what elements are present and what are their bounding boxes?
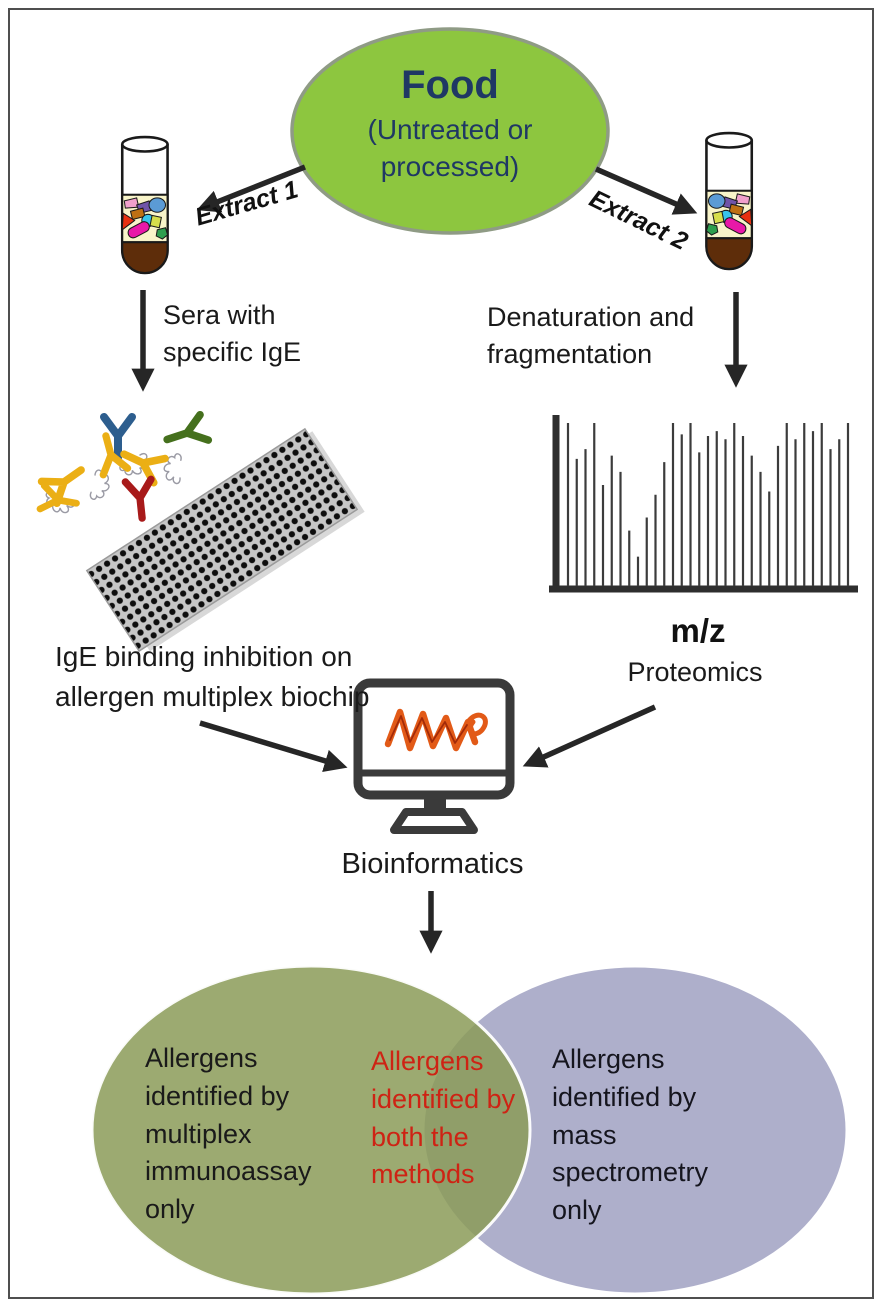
mass-spectrum — [549, 415, 858, 593]
food-node-subtitle: (Untreated or processed) — [367, 114, 533, 182]
arrow-extract-1 — [196, 164, 307, 213]
antibody-y-icon-red — [125, 479, 155, 519]
antibody-cluster — [40, 415, 208, 520]
spectrum-axis-label: m/z — [670, 612, 726, 649]
bioinformatics-label: Bioinformatics — [341, 848, 524, 880]
arrow-proteomics-to-bioinformatics — [522, 704, 657, 768]
denaturation-step-label: Denaturation and fragmentation — [487, 302, 695, 370]
venn-right-label: Allergens identified by mass spectrometr… — [552, 1044, 709, 1226]
antibody-y-icon-green — [163, 415, 208, 452]
microarray-biochip-icon — [85, 427, 365, 653]
ige-inhibition-label: IgE binding inhibition on allergen multi… — [55, 641, 370, 712]
proteomics-label: Proteomics — [627, 657, 763, 687]
food-node-title: Food — [401, 63, 499, 107]
mass-spectrum-peaks — [566, 423, 850, 586]
antibody-y-icon-gold — [42, 459, 89, 503]
venn-overlap-label: Allergens identified by both the methods — [371, 1046, 516, 1190]
test-tube-icon-left — [120, 135, 169, 275]
flow-arrows — [131, 164, 748, 954]
arrow-extract-2 — [594, 166, 698, 215]
test-tube-icon-right — [705, 131, 754, 271]
arrow-biochip-to-bioinformatics — [199, 720, 348, 773]
food-node-ellipse — [290, 27, 610, 235]
protein-squiggle-icon — [80, 466, 117, 503]
computer-monitor-icon — [353, 678, 515, 834]
venn-left-label: Allergens identified by multiplex immuno… — [145, 1043, 312, 1225]
protein-structure-icon — [384, 708, 488, 752]
figure-border — [8, 8, 874, 1299]
venn-left-ellipse — [90, 964, 532, 1296]
venn-diagram — [90, 964, 849, 1296]
sera-step-label: Sera with specific IgE — [163, 300, 302, 368]
